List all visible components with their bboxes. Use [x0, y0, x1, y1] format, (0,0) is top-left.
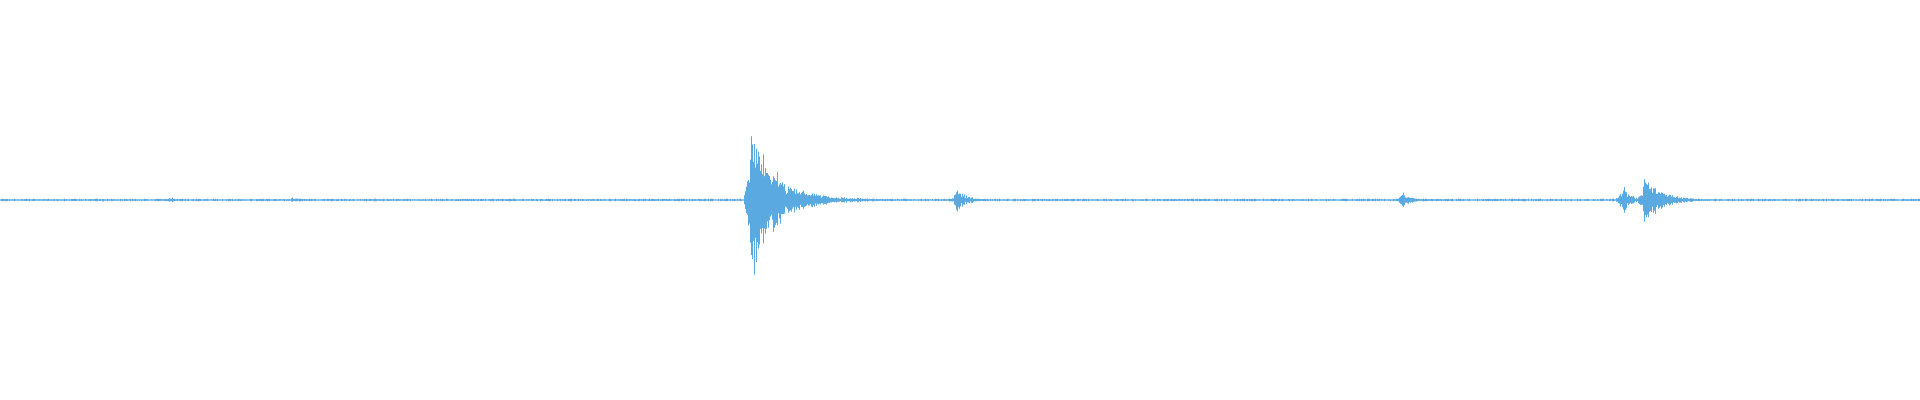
waveform-path	[0, 136, 1920, 275]
waveform-samples	[0, 136, 1920, 275]
